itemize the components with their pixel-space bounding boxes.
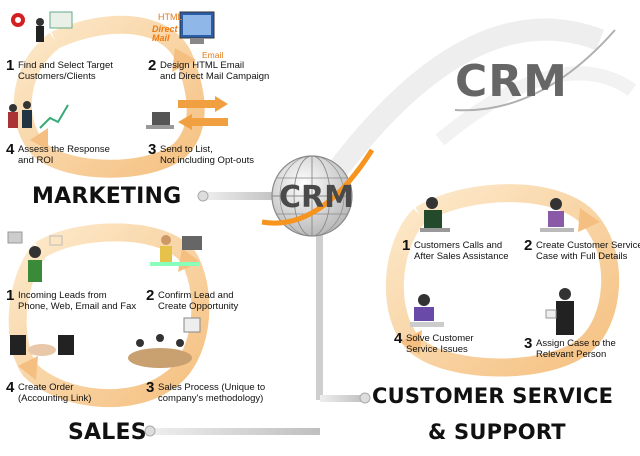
step-line: Assess the Response: [18, 144, 110, 155]
marketing-step-4: 4 Assess the Response and ROI: [6, 141, 110, 166]
step-line: After Sales Assistance: [414, 251, 509, 262]
step-line: Sales Process (Unique to: [158, 382, 266, 393]
sales-desk-person-icon: [150, 235, 202, 266]
step-line: (Accounting Link): [18, 393, 92, 404]
step-number: 2: [146, 287, 155, 304]
step-line: Customers Calls and: [414, 240, 503, 251]
crm-logo: CRM: [455, 56, 568, 107]
service-writer-icon: [540, 198, 574, 232]
sales-phone-person-icon: [7, 231, 63, 282]
step-line: Send to List,: [160, 144, 213, 155]
marketing-step-1: 1 Find and Select Target Customers/Clien…: [6, 57, 113, 82]
service-step-1: 1 Customers Calls and After Sales Assist…: [402, 237, 509, 262]
step-number: 2: [524, 237, 533, 254]
marketing-title: MARKETING: [32, 184, 182, 209]
step-line: Not including Opt-outs: [160, 155, 254, 166]
crm-center-label: CRM: [279, 180, 354, 215]
crm-logo-swoosh: [454, 29, 616, 112]
marketing-step-2: 2 Design HTML Email and Direct Mail Camp…: [148, 57, 270, 82]
connector-node: [359, 392, 371, 404]
decor-arc: [321, 18, 604, 187]
service-manager-icon: [545, 288, 574, 335]
step-line: company's methodology): [158, 393, 264, 404]
step-line: Find and Select Target: [18, 60, 113, 71]
step-number: 4: [394, 330, 403, 347]
sales-step-1: 1 Incoming Leads from Phone, Web, Email …: [6, 287, 137, 312]
step-number: 3: [524, 335, 533, 352]
service-cycle-arrow: [385, 184, 620, 377]
service-step-3: 3 Assign Case to the Relevant Person: [524, 335, 616, 360]
step-number: 4: [6, 379, 15, 396]
service-step-4: 4 Solve Customer Service Issues: [394, 330, 474, 355]
service-title-line2: & SUPPORT: [428, 420, 566, 444]
step-line: Assign Case to the: [536, 338, 616, 349]
sales-meeting-icon: [128, 317, 201, 368]
connector-vertical: [316, 230, 323, 400]
step-number: 4: [6, 141, 15, 158]
step-number: 1: [6, 57, 15, 74]
step-line: Solve Customer: [406, 333, 474, 344]
html-label: HTML: [158, 12, 183, 22]
step-number: 1: [6, 287, 15, 304]
sales-cycle-arrow: [8, 223, 210, 408]
connector-node: [144, 425, 156, 437]
step-line: Phone, Web, Email and Fax: [18, 301, 137, 312]
step-line: Relevant Person: [536, 349, 607, 360]
marketing-monitor-icon: [179, 11, 215, 44]
marketing-team-icon: [8, 101, 69, 129]
marketing-presenter-icon: [11, 11, 73, 42]
crm-globe-icon: [261, 148, 375, 237]
step-line: Create Opportunity: [158, 301, 239, 312]
step-number: 1: [402, 237, 411, 254]
connector-sales: [150, 428, 320, 435]
step-line: Design HTML Email: [160, 60, 245, 71]
step-number: 3: [148, 141, 157, 158]
service-solver-icon: [410, 294, 444, 327]
step-line: Create Customer Service: [536, 240, 640, 251]
service-step-2: 2 Create Customer Service Case with Full…: [524, 237, 640, 262]
connector-node: [197, 190, 209, 202]
decor-arc: [435, 66, 636, 146]
step-line: Customers/Clients: [18, 71, 96, 82]
direct-mail-label: Direct Mail: [152, 24, 178, 43]
step-line: Confirm Lead and: [158, 290, 234, 301]
sales-step-2: 2 Confirm Lead and Create Opportunity: [146, 287, 239, 312]
step-number: 3: [146, 379, 155, 396]
email-label: Email: [202, 50, 224, 60]
sales-handshake-icon: [10, 335, 74, 356]
service-call-agent-icon: [420, 197, 450, 232]
step-line: Create Order: [18, 382, 74, 393]
marketing-laptop-icon: [146, 96, 228, 130]
marketing-step-3: 3 Send to List, Not including Opt-outs: [148, 141, 254, 166]
step-number: 2: [148, 57, 157, 74]
step-line: Case with Full Details: [536, 251, 628, 262]
step-line: and ROI: [18, 155, 54, 166]
sales-step-3: 3 Sales Process (Unique to company's met…: [146, 379, 266, 404]
connector-marketing: [205, 192, 280, 200]
connector-service: [320, 395, 365, 402]
sales-step-4: 4 Create Order (Accounting Link): [6, 379, 92, 404]
step-line: Service Issues: [406, 344, 468, 355]
step-line: Incoming Leads from: [18, 290, 107, 301]
service-title-line1: CUSTOMER SERVICE: [372, 384, 614, 408]
step-line: and Direct Mail Campaign: [160, 71, 270, 82]
sales-title: SALES: [68, 420, 147, 445]
